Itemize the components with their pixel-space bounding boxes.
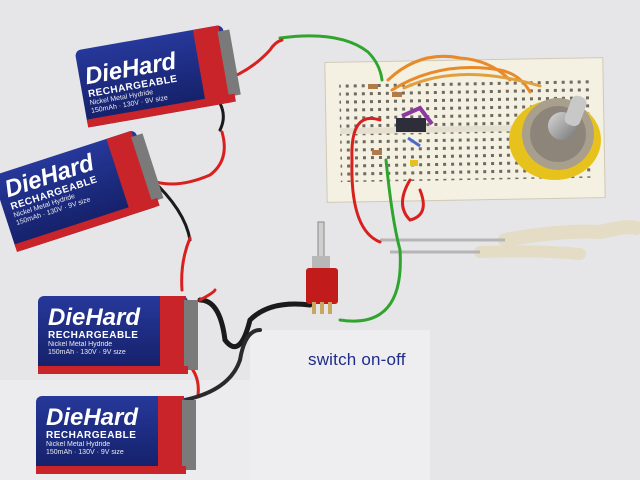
battery-1 <box>75 25 241 128</box>
battery-3-label: DieHard RECHARGEABLE Nickel Metal Hydrid… <box>48 306 140 357</box>
heating-element <box>380 220 640 260</box>
battery-4 <box>36 396 196 474</box>
battery-type: RECHARGEABLE <box>48 330 139 341</box>
breadboard-components <box>368 84 434 166</box>
battery-brand: DieHard <box>48 304 141 331</box>
toggle-switch <box>306 221 338 314</box>
battery-2 <box>0 130 164 253</box>
battery-chemistry: Nickel Metal Hydride <box>46 441 111 448</box>
battery-chemistry: Nickel Metal Hydride <box>48 341 113 348</box>
battery-rating: 150mAh · 130V · 9V size <box>48 349 126 356</box>
potentiometer <box>509 95 601 180</box>
battery-rating: 150mAh · 130V · 9V size <box>46 449 124 456</box>
battery-brand: DieHard <box>46 404 139 431</box>
battery-4-label: DieHard RECHARGEABLE Nickel Metal Hydrid… <box>46 406 138 457</box>
battery-type: RECHARGEABLE <box>46 430 137 441</box>
switch-caption: switch on-off <box>308 350 406 369</box>
battery-3 <box>38 296 198 374</box>
